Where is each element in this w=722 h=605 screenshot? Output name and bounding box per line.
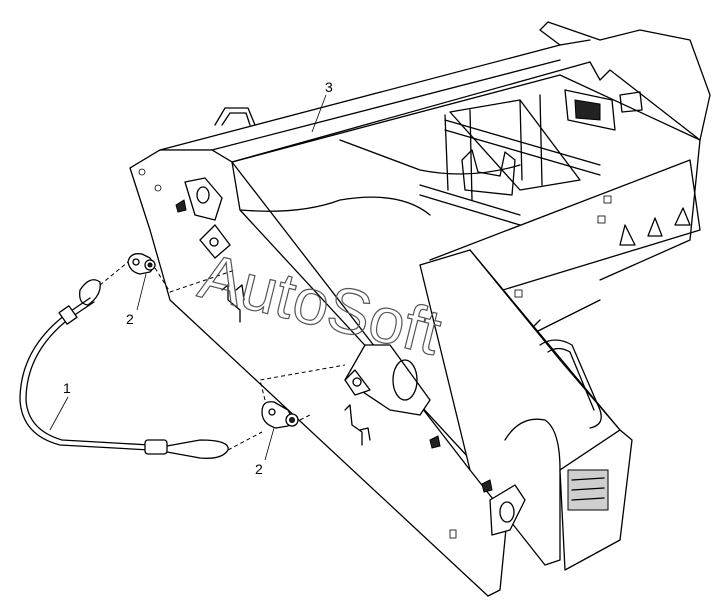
shackle-lower xyxy=(261,401,299,429)
callout-1: 1 xyxy=(63,380,71,396)
frame-assembly xyxy=(129,21,711,597)
callout-3: 3 xyxy=(325,79,333,95)
callout-2-lower: 2 xyxy=(255,461,263,477)
leader-3 xyxy=(311,94,327,133)
shackle-upper xyxy=(127,253,156,275)
assembly-leaders xyxy=(99,261,346,451)
leader-2-upper xyxy=(136,273,147,311)
callout-2-upper: 2 xyxy=(126,311,134,327)
cable xyxy=(19,279,229,459)
leader-1 xyxy=(49,396,69,431)
leader-2-lower xyxy=(264,427,275,461)
